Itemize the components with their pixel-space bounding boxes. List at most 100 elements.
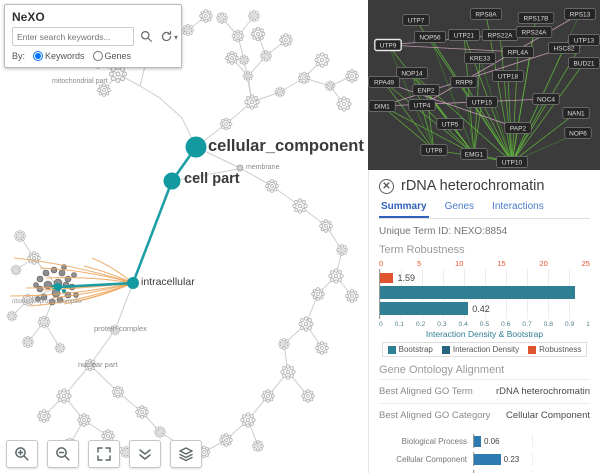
go-category-row: Best Aligned GO Category Cellular Compon…: [379, 403, 590, 427]
network-node[interactable]: UTP18: [492, 70, 524, 82]
panel-collapse-caret-icon[interactable]: ▾: [173, 33, 178, 42]
layers-button[interactable]: [170, 440, 202, 468]
network-edge: [511, 112, 577, 163]
svg-text:RPS22A: RPS22A: [488, 32, 514, 39]
go-alignment-chart: Biological Process 0.06 Cellular Compone…: [379, 434, 590, 473]
svg-text:UTP7: UTP7: [408, 17, 425, 24]
tab-genes[interactable]: Genes: [444, 201, 475, 212]
term-label-membrane[interactable]: membrane: [246, 164, 280, 171]
robustness-bar: [380, 273, 394, 283]
network-edge: [381, 105, 435, 151]
radio-keywords-input[interactable]: [33, 51, 44, 61]
term-label-intracellular[interactable]: intracellular: [141, 276, 195, 288]
network-node[interactable]: RPS8A: [470, 8, 502, 20]
cellular-component-node[interactable]: [185, 136, 207, 158]
network-node[interactable]: UTP9: [374, 38, 402, 52]
term-label-ribonucleoprotein-complex[interactable]: ribonucleoprotein complex: [12, 299, 83, 305]
network-node[interactable]: UTP8: [420, 144, 448, 156]
network-edge: [499, 34, 513, 163]
network-node[interactable]: UTP4: [408, 99, 436, 111]
network-node[interactable]: BUD21: [568, 57, 600, 69]
svg-text:NOP56: NOP56: [419, 34, 441, 41]
svg-text:EMG1: EMG1: [465, 151, 484, 158]
term-label-protein-complex[interactable]: protein complex: [94, 324, 147, 333]
network-node[interactable]: NOP6: [564, 127, 592, 139]
ontology-tree-pane[interactable]: mitochondrial part cellular_component ce…: [0, 0, 368, 473]
network-node[interactable]: UTP7: [402, 14, 430, 26]
network-node[interactable]: RPL4A: [502, 46, 534, 58]
search-panel: NeXO By: Keywords Genes ▾: [4, 4, 182, 68]
network-edge: [383, 81, 475, 155]
network-node[interactable]: PAP2: [504, 122, 532, 134]
zoom-out-button[interactable]: [47, 440, 79, 468]
network-node[interactable]: DIM1: [368, 100, 396, 112]
term-label-cell-part[interactable]: cell part: [184, 171, 240, 187]
term-details-panel: ✕ rDNA heterochromatin Summary Genes Int…: [368, 170, 600, 473]
tree-cluster-nodes[interactable]: [6, 9, 359, 459]
robustness-swatch: [528, 345, 537, 354]
network-edge: [473, 101, 483, 155]
network-node[interactable]: RRP9: [450, 76, 478, 88]
search-icon[interactable]: [138, 29, 154, 45]
zoom-in-icon: [15, 447, 29, 461]
svg-text:UTP9: UTP9: [380, 42, 397, 49]
network-node[interactable]: EMG1: [460, 148, 488, 160]
radio-keywords[interactable]: Keywords: [33, 51, 85, 61]
network-node[interactable]: RPS13: [564, 8, 596, 20]
term-label-cellular-component[interactable]: cellular_component: [208, 137, 364, 155]
selected-leaf-node[interactable]: [54, 283, 62, 291]
ontology-tree-canvas[interactable]: [0, 0, 368, 473]
network-node[interactable]: NOP14: [396, 67, 428, 79]
network-node[interactable]: UTP13: [568, 34, 600, 46]
term-label-mitochondrial-part[interactable]: mitochondrial part: [52, 78, 108, 85]
radio-genes-input[interactable]: [92, 51, 103, 61]
selected-term-path: [57, 146, 198, 289]
network-node[interactable]: UTP21: [448, 29, 480, 41]
reset-icon[interactable]: [158, 29, 174, 45]
network-node[interactable]: NOP56: [414, 31, 446, 43]
tab-interactions[interactable]: Interactions: [492, 201, 544, 212]
network-node[interactable]: NAN1: [562, 107, 590, 119]
network-node[interactable]: RPS22A: [481, 29, 519, 41]
network-node[interactable]: RPA49: [368, 76, 400, 88]
search-input[interactable]: [12, 27, 134, 46]
layers-icon: [179, 447, 193, 462]
svg-text:UTP4: UTP4: [414, 102, 431, 109]
network-node[interactable]: RPS17B: [517, 12, 555, 24]
network-node[interactable]: NOC4: [532, 93, 560, 105]
membrane-node[interactable]: [236, 164, 244, 172]
svg-text:RPS24A: RPS24A: [522, 29, 548, 36]
network-node[interactable]: KRE33: [464, 52, 496, 64]
fit-to-screen-button[interactable]: [88, 440, 120, 468]
zoom-in-button[interactable]: [6, 440, 38, 468]
network-node[interactable]: UTP10: [496, 156, 528, 168]
svg-text:UTP5: UTP5: [442, 121, 459, 128]
network-node[interactable]: UTP5: [436, 118, 464, 130]
intracellular-node[interactable]: [127, 277, 139, 289]
details-tabs: Summary Genes Interactions: [379, 197, 590, 219]
cell-part-node[interactable]: [163, 172, 181, 190]
network-edge: [429, 36, 475, 155]
network-edge: [421, 104, 435, 151]
radio-genes[interactable]: Genes: [92, 51, 131, 61]
by-label: By:: [12, 51, 26, 61]
network-node[interactable]: UTP15: [466, 96, 498, 108]
network-edge: [479, 57, 513, 163]
tab-summary[interactable]: Summary: [379, 198, 429, 218]
svg-text:RPS13: RPS13: [570, 11, 591, 18]
network-edge: [507, 75, 513, 163]
svg-text:ENP2: ENP2: [418, 87, 435, 94]
network-node[interactable]: RPS24A: [515, 26, 553, 38]
network-edge: [421, 13, 581, 106]
svg-text:RPA49: RPA49: [374, 79, 394, 86]
network-node[interactable]: ENP2: [412, 84, 440, 96]
svg-text:DIM1: DIM1: [374, 103, 390, 110]
term-label-nuclear-part[interactable]: nuclear part: [78, 360, 118, 369]
close-icon[interactable]: ✕: [379, 178, 394, 194]
robustness-axis-label: Interaction Density & Bootstrap: [425, 329, 544, 339]
collapse-nodes-button[interactable]: [129, 440, 161, 468]
svg-text:RRP9: RRP9: [455, 79, 473, 86]
